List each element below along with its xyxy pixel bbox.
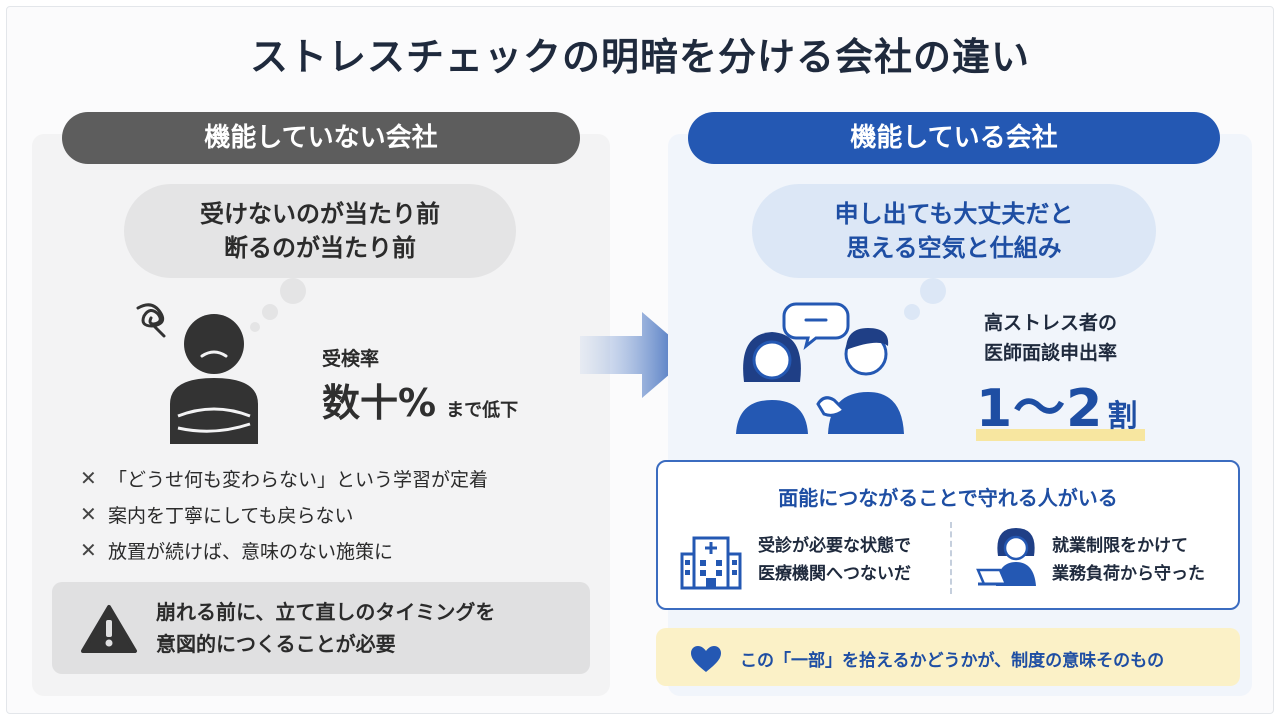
worker-icon — [976, 524, 1042, 594]
slide-title: ストレスチェックの明暗を分ける会社の違い — [249, 35, 1030, 79]
left-header: 機能していない会社 — [62, 112, 580, 164]
rate-label-line1: 高ストレス者の — [984, 312, 1118, 334]
exam-rate-value: 数十% — [318, 372, 441, 427]
bottom-message: この「一部」を拾えるかどうかが、制度の意味そのもの — [740, 651, 1165, 671]
protect-item1-line2: 医療機関へつないだ — [758, 564, 911, 584]
left-bubble-dot — [280, 278, 306, 304]
list-item-text: 「どうせ何も変わらない」という学習が定着 — [108, 468, 489, 491]
exam-rate-suffix: まで低下 — [446, 400, 519, 421]
right-bubble-dot — [920, 278, 946, 304]
bottom-message-box: この「一部」を拾えるかどうかが、制度の意味そのもの — [656, 628, 1240, 686]
warning-line2: 意図的につくることが必要 — [156, 632, 396, 656]
protect-item-work-restriction: 就業制限をかけて 業務負荷から守った — [1052, 532, 1205, 588]
exam-rate-label: 受検率 — [322, 348, 380, 370]
list-item: ✕ 案内を丁寧にしても戻らない — [80, 496, 488, 532]
stressed-person-icon — [130, 296, 260, 450]
protect-title: 面能につながることで守れる人がいる — [778, 486, 1118, 510]
consultation-rate-unit: 割 — [1107, 399, 1138, 434]
protect-item2-line2: 業務負荷から守った — [1052, 564, 1205, 584]
consultation-rate-value-group: 1〜2 割 — [976, 366, 1146, 441]
list-item: ✕ 「どうせ何も変わらない」という学習が定着 — [80, 460, 488, 496]
list-item-text: 放置が続けば、意味のない施策に — [108, 540, 394, 563]
warning-box: 崩れる前に、立て直しのタイミングを 意図的につくることが必要 — [52, 582, 590, 674]
consultation-rate-label: 高ストレス者の 医師面談申出率 — [984, 308, 1117, 368]
warning-text: 崩れる前に、立て直しのタイミングを 意図的につくることが必要 — [156, 596, 495, 660]
left-bubble-dot — [250, 322, 260, 332]
left-bubble-line2: 断るのが当たり前 — [224, 234, 416, 262]
right-bubble-dot — [904, 304, 920, 320]
cross-icon: ✕ — [80, 502, 97, 526]
left-thought-bubble: 受けないのが当たり前 断るのが当たり前 — [124, 184, 516, 278]
cross-icon: ✕ — [80, 466, 97, 490]
arrow-right-icon — [580, 310, 696, 404]
left-bubble-dot — [262, 304, 278, 320]
rate-label-line2: 医師面談申出率 — [984, 342, 1118, 364]
heart-icon — [690, 645, 722, 677]
conversation-people-icon — [730, 296, 910, 440]
exam-rate-value-group: 数十% まで低下 — [318, 372, 519, 425]
protect-box: 面能につながることで守れる人がいる 受診が必要な状態で 医療機関へつないだ — [656, 460, 1240, 610]
right-thought-bubble: 申し出ても大丈夫だと 思える空気と仕組み — [752, 184, 1156, 278]
list-item-text: 案内を丁寧にしても戻らない — [108, 504, 354, 527]
protect-divider — [950, 522, 952, 594]
protect-item-medical: 受診が必要な状態で 医療機関へつないだ — [758, 532, 911, 588]
warning-icon — [80, 604, 138, 658]
cross-icon: ✕ — [80, 538, 97, 562]
list-item: ✕ 放置が続けば、意味のない施策に — [80, 532, 488, 568]
left-issue-list: ✕ 「どうせ何も変わらない」という学習が定着 ✕ 案内を丁寧にしても戻らない ✕… — [80, 460, 488, 568]
left-bubble-line1: 受けないのが当たり前 — [200, 200, 440, 228]
protect-item1-line1: 受診が必要な状態で — [758, 536, 911, 556]
right-bubble-line2: 思える空気と仕組み — [846, 234, 1062, 262]
warning-line1: 崩れる前に、立て直しのタイミングを — [156, 600, 496, 624]
consultation-rate-value: 1〜2 — [976, 379, 1104, 439]
right-bubble-line1: 申し出ても大丈夫だと — [834, 200, 1074, 228]
right-header: 機能している会社 — [688, 112, 1220, 164]
hospital-icon — [680, 528, 742, 594]
protect-item2-line1: 就業制限をかけて — [1052, 536, 1188, 556]
